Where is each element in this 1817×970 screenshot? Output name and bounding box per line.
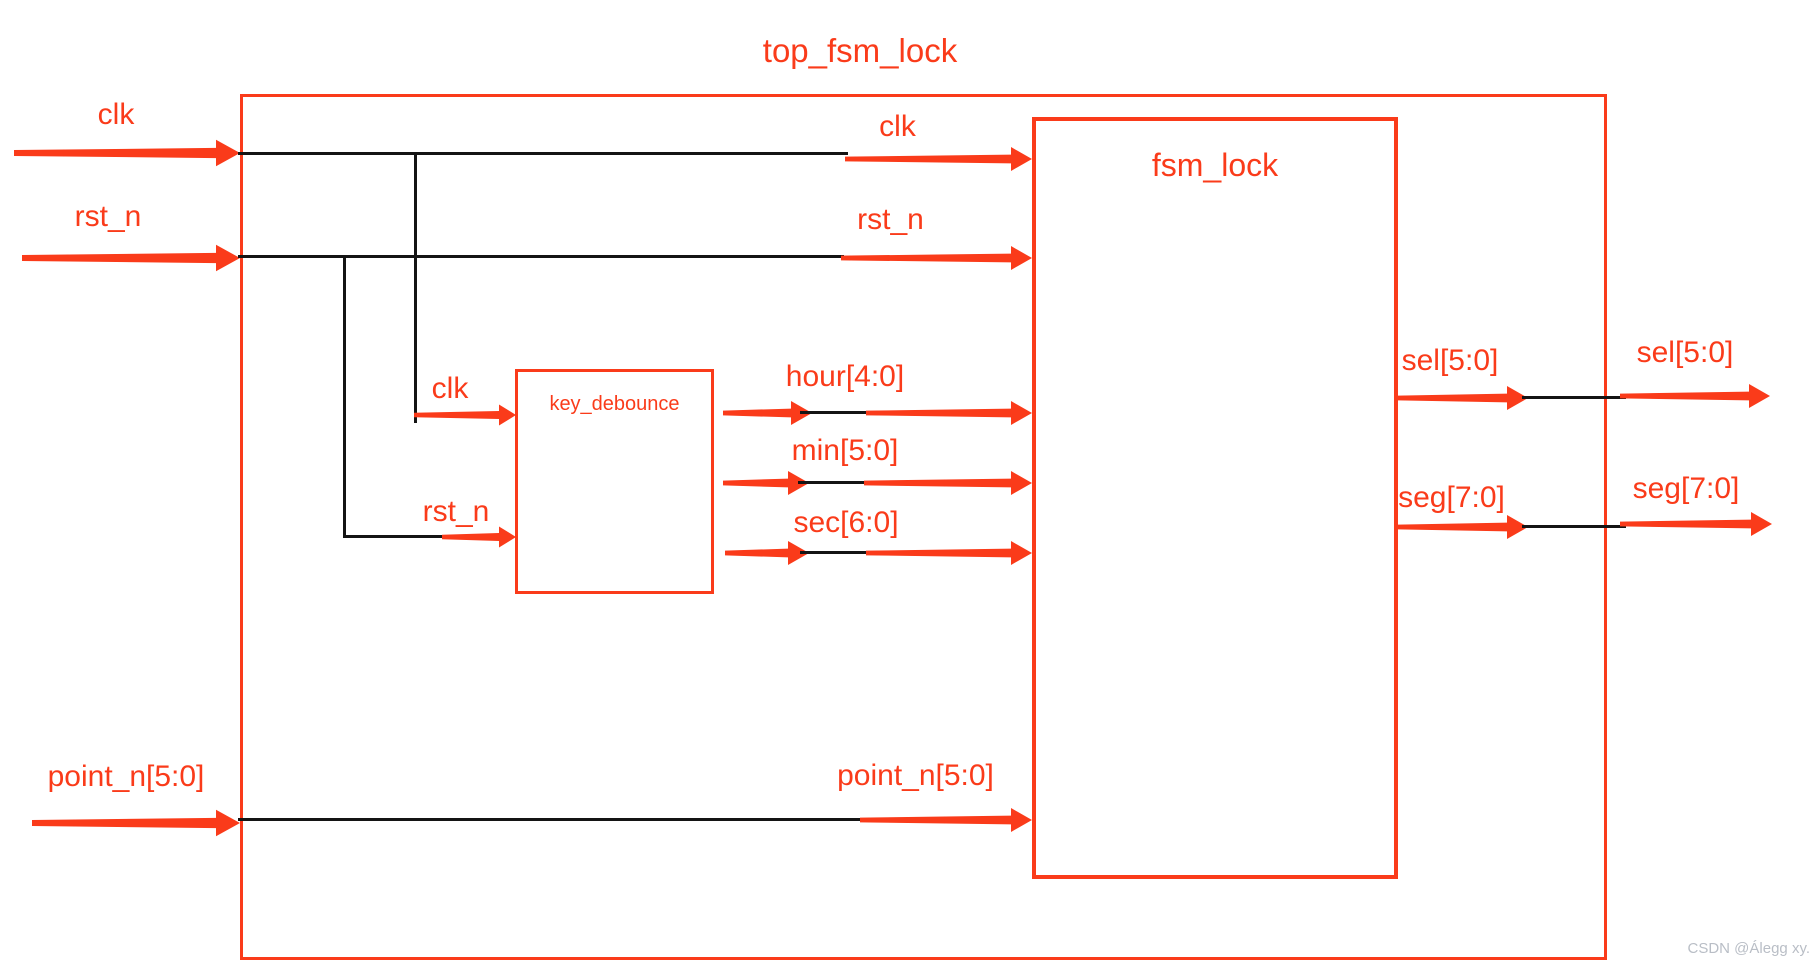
seg-bus-label-outer: seg[7:0] bbox=[1632, 472, 1740, 505]
clk-input-arrow bbox=[14, 138, 240, 168]
hour-wire bbox=[800, 411, 873, 414]
clk-branch-wire bbox=[414, 152, 417, 423]
sel-port-label-inner: sel[5:0] bbox=[1401, 344, 1499, 377]
min-wire bbox=[798, 481, 870, 484]
input-rst-n-label: rst_n bbox=[74, 200, 142, 233]
rst-n-wire bbox=[238, 255, 844, 258]
fsm-point-n-port-label: point_n[5:0] bbox=[837, 759, 994, 792]
seg-port-label-inner: seg[7:0] bbox=[1398, 481, 1505, 514]
seg-arrow-outer bbox=[1620, 511, 1772, 537]
rst-n-branch-wire-vertical bbox=[343, 255, 346, 538]
hour-bus-label: hour[4:0] bbox=[785, 360, 905, 393]
input-point-n-label: point_n[5:0] bbox=[47, 760, 205, 793]
point-n-wire bbox=[238, 818, 864, 821]
rst-n-branch-wire-horizontal bbox=[343, 535, 445, 538]
rst-n-input-arrow bbox=[22, 243, 240, 273]
fsm-clk-port-label: clk bbox=[879, 110, 916, 143]
sel-wire bbox=[1522, 396, 1626, 399]
sel-arrow-outer bbox=[1620, 383, 1770, 409]
fsm-rst-n-port-label: rst_n bbox=[857, 203, 924, 236]
key-debounce-title: key_debounce bbox=[549, 393, 680, 415]
fsm-lock-box bbox=[1032, 117, 1398, 879]
sec-bus-label: sec[6:0] bbox=[793, 506, 899, 539]
clk-wire bbox=[238, 152, 848, 155]
diagram-title: top_fsm_lock bbox=[762, 32, 958, 69]
kd-rst-n-port-label: rst_n bbox=[422, 495, 490, 528]
watermark: CSDN @Álegg xy. bbox=[1687, 940, 1810, 957]
fsm-lock-title: fsm_lock bbox=[1151, 147, 1279, 183]
min-bus-label: min[5:0] bbox=[791, 434, 899, 467]
point-n-input-arrow bbox=[32, 808, 240, 838]
input-clk-label: clk bbox=[97, 98, 135, 131]
key-debounce-box bbox=[515, 369, 714, 594]
sel-bus-label-outer: sel[5:0] bbox=[1636, 336, 1734, 369]
sec-wire bbox=[800, 551, 870, 554]
kd-clk-port-label: clk bbox=[431, 372, 469, 405]
seg-wire bbox=[1522, 525, 1626, 528]
